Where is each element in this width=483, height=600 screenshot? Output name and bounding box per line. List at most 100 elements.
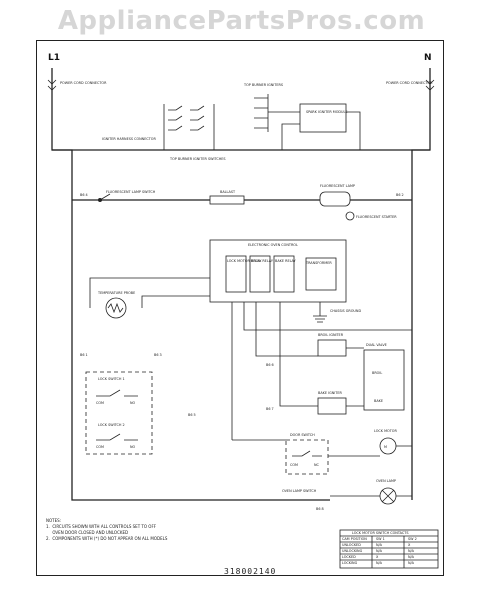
top-burner-igniters-label: TOP BURNER IGNITERS	[243, 83, 283, 87]
power-cord-right-label: POWER CORD CONNECTOR	[386, 81, 433, 85]
ballast	[209, 195, 245, 205]
dual-valve	[363, 349, 405, 411]
bake-coil-label: BAKE	[374, 399, 383, 403]
door-switch-contacts	[292, 450, 322, 457]
lock-motor-label: LOCK MOTOR	[374, 429, 397, 433]
broil-igniter	[317, 339, 347, 357]
lock-switch-2	[96, 433, 138, 441]
table-row-0-0: UNLOCKED	[342, 543, 361, 547]
table-header-1: SW 1	[376, 537, 385, 541]
fluorescent-lamp-switch-label: FLUORESCENT LAMP SWITCH	[106, 190, 156, 194]
table-row-1-2: N/A	[408, 549, 415, 553]
top-burner-igniters	[254, 94, 269, 132]
spark-igniter-module-label: SPARK IGNITER MODULE	[306, 110, 348, 114]
fluorescent-lamp	[319, 191, 351, 207]
door-switch-nc: NC	[314, 463, 320, 467]
probe-leads	[89, 277, 210, 308]
lock-switch-1-label: LOCK SWITCH 1	[98, 377, 125, 381]
table-row-3-1: N/A	[376, 561, 383, 565]
spark-module-leads	[268, 111, 361, 150]
table-row-3-0: LOCKING	[342, 561, 358, 565]
spark-igniter-module	[299, 103, 347, 133]
top-burner-switches	[163, 104, 215, 150]
temperature-probe-label: TEMPERATURE PROBE	[97, 291, 135, 295]
l1-rail	[51, 68, 330, 501]
connector-b6-5: B6 5	[188, 413, 196, 417]
fluorescent-switch-blade	[99, 193, 111, 201]
oven-lamp-label: OVEN LAMP	[376, 479, 396, 483]
connector-b6-7: B6 7	[266, 407, 274, 411]
connector-b6-8: B6 8	[316, 507, 324, 511]
chassis-ground	[313, 302, 327, 323]
temperature-probe	[105, 297, 127, 319]
bake-relay-label: BAKE RELAY	[275, 259, 297, 263]
table-row-2-1: X	[376, 555, 379, 559]
n-rail	[411, 68, 431, 500]
part-number: 318002140	[224, 567, 277, 576]
electronic-oven-control	[209, 239, 347, 303]
note-1: 1. CIRCUITS SHOWN WITH ALL CONTROLS SET …	[46, 524, 157, 529]
lamp-and-motor-wiring	[232, 439, 412, 497]
table-row-0-1: N/A	[376, 543, 383, 547]
lock-switch-1-no: NO	[130, 401, 136, 405]
bake-igniter-label: BAKE IGNITER	[318, 391, 342, 395]
lock-switch-2-com: COM	[96, 445, 104, 449]
power-cord-left-symbol	[47, 79, 57, 91]
transformer	[305, 257, 337, 291]
table-title: LOCK MOTOR SWITCH CONTACTS	[352, 531, 408, 535]
lock-switch-1-com: COM	[96, 401, 104, 405]
power-cord-left-label: POWER CORD CONNECTOR	[60, 81, 107, 85]
fluorescent-starter-label: FLUORESCENT STARTER	[356, 215, 397, 219]
table-row-2-2: N/A	[408, 555, 415, 559]
connector-b6-3: B6 3	[154, 353, 162, 357]
power-cord-right-symbol	[425, 79, 435, 91]
broil-igniter-label: BROIL IGNITER	[318, 333, 344, 337]
bake-igniter	[317, 397, 347, 415]
fluorescent-starter	[345, 211, 355, 221]
connector-b6-4: B6 4	[80, 193, 88, 197]
broil-coil-label: BROIL	[372, 371, 382, 375]
lock-switch-2-no: NO	[130, 445, 136, 449]
notes-title: NOTES:	[46, 518, 61, 523]
note-2: 2. COMPONENTS WITH (*) DO NOT APPEAR ON …	[46, 536, 168, 541]
transformer-label: TRANSFORMER	[305, 261, 332, 265]
table-row-1-0: UNLOCKING	[342, 549, 363, 553]
lock-motor-relay-label: LOCK MOTOR RELAY	[227, 259, 262, 263]
lock-switch-group	[85, 371, 153, 455]
door-switch-label: DOOR SWITCH	[290, 433, 315, 437]
temperature-probe-resistor	[107, 302, 124, 314]
oven-lamp-switch-label: OVEN LAMP SWITCH	[282, 489, 317, 493]
lock-motor	[379, 437, 397, 455]
l1-label: L1	[48, 53, 60, 63]
lock-switch-contacts-table: LOCK MOTOR SWITCH CONTACTS CAM POSITION …	[339, 529, 439, 569]
table-row-1-1: N/A	[376, 549, 383, 553]
schematic-frame	[36, 40, 444, 576]
watermark: AppliancePartsPros.com	[57, 6, 426, 36]
notes: NOTES: 1. CIRCUITS SHOWN WITH ALL CONTRO…	[46, 518, 167, 542]
eoc-outputs	[231, 302, 412, 440]
lock-motor-relay	[225, 255, 247, 293]
lock-motor-symbol: M	[384, 445, 387, 449]
oven-lamp-filament	[381, 489, 395, 503]
door-switch	[285, 439, 329, 475]
n-label: N	[424, 53, 432, 63]
bake-relay	[273, 255, 295, 293]
top-burner-switches-label: TOP BURNER IGNITER SWITCHES	[169, 157, 226, 161]
lock-switch-1	[96, 389, 138, 397]
connector-b6-6: B6 6	[266, 363, 274, 367]
table-header-2: SW 2	[408, 537, 417, 541]
table-row-2-0: LOCKED	[342, 555, 356, 559]
dual-valve-label: DUAL VALVE	[366, 343, 387, 347]
connector-b6-1: B6 1	[80, 353, 88, 357]
chassis-ground-label: CHASSIS GROUND	[330, 309, 361, 313]
broil-relay-label: BROIL RELAY	[251, 259, 274, 263]
igniter-to-valve	[290, 347, 364, 407]
table-row-3-2: N/A	[408, 561, 415, 565]
ballast-label: BALLAST	[220, 190, 236, 194]
note-1-cont: OVEN DOOR CLOSED AND UNLOCKED	[46, 530, 129, 535]
fluorescent-lamp-label: FLUORESCENT LAMP	[320, 184, 355, 188]
lock-switch-2-label: LOCK SWITCH 2	[98, 423, 125, 427]
broil-relay	[249, 255, 271, 293]
table-header-0: CAM POSITION	[342, 537, 367, 541]
